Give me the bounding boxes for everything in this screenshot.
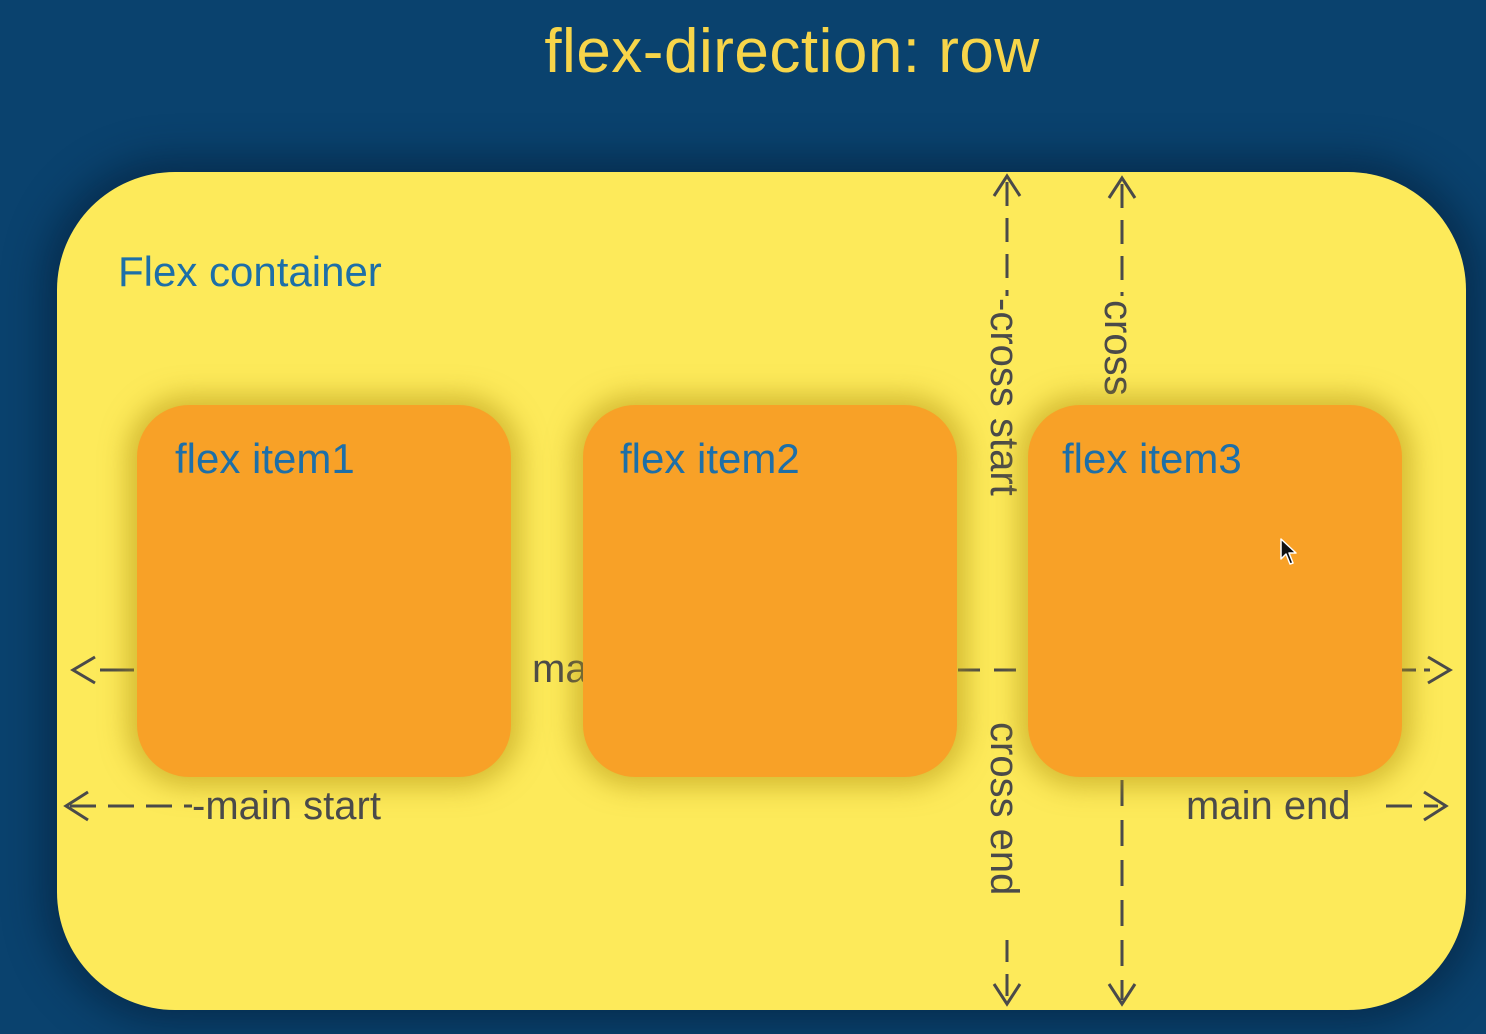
flex-item-2-label: flex item2 <box>620 435 800 482</box>
flex-item-3-label: flex item3 <box>1062 435 1242 482</box>
main-end-arrow <box>1386 790 1449 822</box>
slide-title: flex-direction: row <box>544 17 1040 86</box>
main-axis-line <box>70 655 1453 685</box>
flex-container-label: Flex container <box>118 248 382 295</box>
cross-axis-label: cross <box>1096 300 1140 396</box>
main-axis-label: ma <box>532 647 588 691</box>
main-end-label: main end <box>1186 784 1351 828</box>
cross-end-label: cross end <box>982 722 1026 896</box>
main-start-arrow <box>63 790 192 822</box>
main-start-label: -main start <box>192 784 381 828</box>
cross-start-label: -cross start <box>982 298 1026 496</box>
flex-item-1-label: flex item1 <box>175 435 355 482</box>
mouse-cursor-icon <box>1280 538 1297 565</box>
cross-axis-line-right <box>1107 175 1137 1007</box>
cross-axis-line-left <box>992 173 1022 1007</box>
flex-item-3 <box>1028 405 1402 777</box>
flex-item-2 <box>583 405 957 777</box>
flex-item-1 <box>137 405 511 777</box>
